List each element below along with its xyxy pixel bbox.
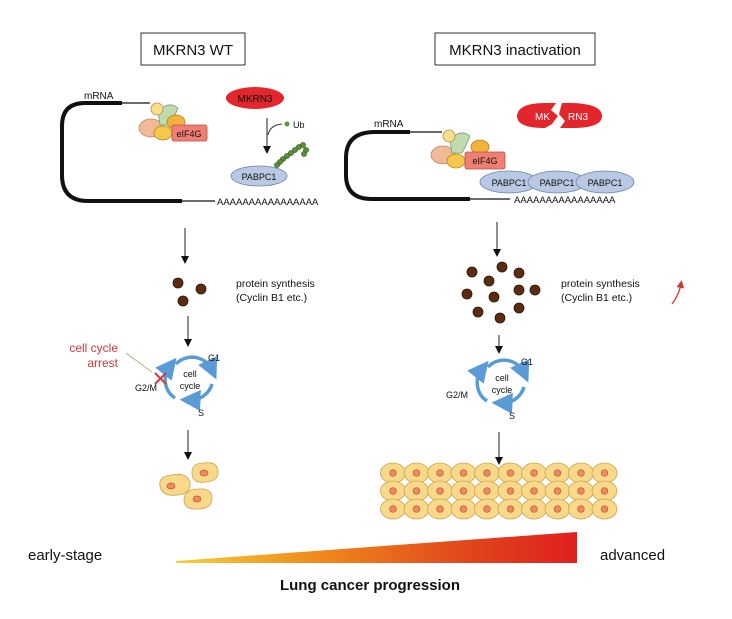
right-mkrn3-label-left: MK [535, 112, 550, 123]
cell-nucleus [530, 505, 538, 513]
cell-nucleus [553, 469, 562, 477]
right-mrna: mRNA AAAAAAAAAAAAAAAA [344, 119, 616, 206]
cell-nucleus [483, 487, 491, 495]
arrest-x-icon [154, 372, 167, 385]
right-mkrn3-label-right: RN3 [568, 112, 588, 123]
increase-arrow-icon [671, 280, 685, 305]
cell-nucleus [530, 487, 538, 495]
cell-nucleus [483, 469, 491, 477]
right-eif4g-label: eIF4G [472, 156, 497, 166]
progression-gradient-wedge [176, 532, 577, 563]
cell-nucleus [553, 487, 562, 495]
right-mrna-label: mRNA [374, 119, 404, 130]
cell-nucleus [459, 505, 468, 513]
right-cell-sheet [380, 462, 618, 520]
left-mrna: mRNA AAAAAAAAAAAAAAAA [60, 91, 319, 208]
cell-nucleus [412, 469, 421, 477]
cell-nucleus [577, 487, 585, 495]
ubiquitin-chain-icon [274, 142, 309, 168]
cell-nucleus [553, 505, 562, 513]
cell-nucleus [436, 487, 444, 495]
progression-end-label: advanced [600, 547, 665, 564]
arrest-label-line1: cell cycle [69, 341, 118, 355]
left-title: MKRN3 WT [153, 42, 233, 59]
right-protein-synthesis-line2: (Cyclin B1 etc.) [561, 292, 632, 304]
cell-nucleus [412, 487, 421, 495]
left-phase-g2m: G2/M [135, 383, 157, 393]
right-cycle-center-line1: cell [495, 373, 509, 383]
left-pabpc1: PABPC1 [230, 142, 309, 187]
cell-nucleus [459, 469, 468, 477]
right-pabpc1-row: PABPC1 PABPC1 PABPC1 [479, 170, 635, 194]
left-mkrn3: MKRN3 Ub [226, 87, 305, 154]
left-eif4g-label: eIF4G [176, 129, 201, 139]
right-title: MKRN3 inactivation [449, 42, 581, 59]
right-cycle-center-line2: cycle [492, 385, 513, 395]
cell-nucleus [389, 469, 397, 477]
right-pabpc1-label-3: PABPC1 [588, 178, 623, 188]
cell-nucleus [600, 469, 609, 477]
left-protein-dots [172, 277, 207, 307]
cell-nucleus [577, 505, 585, 513]
left-protein-synthesis-line2: (Cyclin B1 etc.) [236, 292, 307, 304]
right-pabpc1-label-1: PABPC1 [492, 178, 527, 188]
left-cycle-center-line2: cycle [180, 381, 201, 391]
progression-title: Lung cancer progression [280, 577, 460, 594]
left-title-box: MKRN3 WT [140, 32, 246, 66]
cell-nucleus [389, 487, 397, 495]
right-translation-complex: eIF4G [430, 129, 506, 170]
arrest-label-line2: arrest [87, 356, 118, 370]
left-cell-cycle: cell cycle G1 G2/M S [135, 353, 220, 418]
ub-icon [284, 121, 290, 127]
cell-nucleus [389, 505, 397, 513]
cell-nucleus [483, 505, 491, 513]
right-phase-g1: G1 [521, 357, 533, 367]
arrest-pointer-line [125, 352, 153, 373]
left-translation-complex: eIF4G [138, 102, 208, 142]
left-protein-synthesis-line1: protein synthesis [236, 278, 315, 290]
cell-nucleus [600, 487, 609, 495]
right-phase-g2m: G2/M [446, 390, 468, 400]
cell-nucleus [530, 469, 538, 477]
cell-nucleus [506, 469, 515, 477]
cell-nucleus [506, 487, 515, 495]
cell-nucleus [577, 469, 585, 477]
cell-nucleus [600, 505, 609, 513]
left-mrna-label: mRNA [84, 91, 114, 102]
left-ub-label: Ub [293, 120, 305, 130]
cell-nucleus [436, 469, 444, 477]
left-cycle-center-line1: cell [183, 369, 197, 379]
right-polya-tail: AAAAAAAAAAAAAAAA [514, 195, 616, 206]
left-pabpc1-label: PABPC1 [242, 172, 277, 182]
right-mkrn3-broken: MK RN3 [517, 103, 602, 128]
right-phase-s: S [509, 411, 515, 421]
cell-nucleus [506, 505, 515, 513]
left-mkrn3-label: MKRN3 [237, 94, 272, 105]
right-title-box: MKRN3 inactivation [434, 32, 596, 66]
right-protein-dots [461, 261, 541, 324]
right-cell-cycle: cell cycle G1 G2/M S [446, 357, 533, 421]
right-pabpc1-label-2: PABPC1 [540, 178, 575, 188]
cell-nucleus [459, 487, 468, 495]
left-phase-g1: G1 [208, 353, 220, 363]
cell-nucleus [436, 505, 444, 513]
cell-nucleus [412, 505, 421, 513]
left-cells [159, 462, 219, 510]
right-protein-synthesis-line1: protein synthesis [561, 278, 640, 290]
left-phase-s: S [198, 408, 204, 418]
progression-start-label: early-stage [28, 547, 102, 564]
left-polya-tail: AAAAAAAAAAAAAAAA [217, 197, 319, 208]
